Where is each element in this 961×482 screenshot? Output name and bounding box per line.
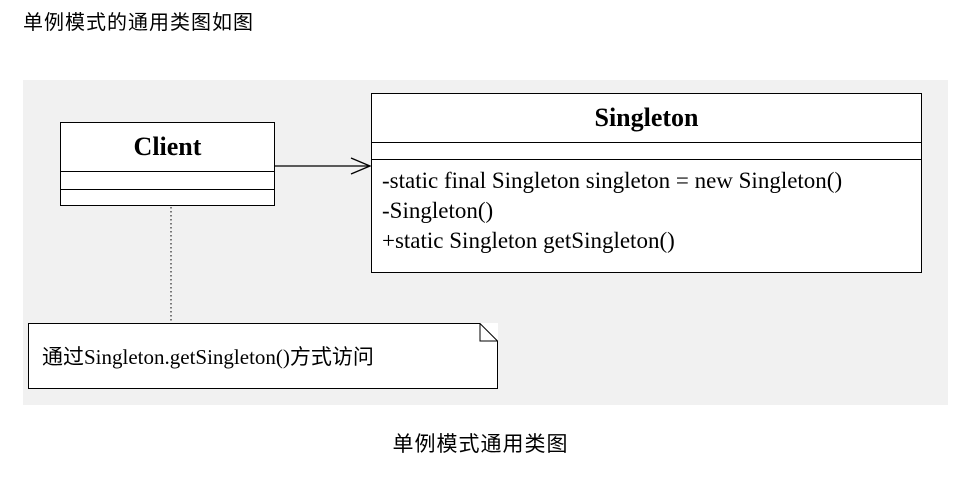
singleton-attributes-compartment [372, 143, 921, 160]
diagram-connectors [170, 157, 372, 323]
note-text: 通过Singleton.getSingleton()方式访问 [42, 345, 374, 369]
singleton-operations-compartment: -static final Singleton singleton = new … [372, 160, 921, 256]
client-class-box: Client [60, 122, 275, 206]
client-class-name: Client [61, 123, 274, 172]
singleton-class-box: Singleton -static final Singleton single… [371, 93, 922, 273]
singleton-class-name: Singleton [372, 94, 921, 143]
association-arrowhead [350, 157, 372, 175]
figure-caption: 单例模式通用类图 [392, 432, 569, 456]
client-attributes-compartment [61, 172, 274, 190]
singleton-operation: -Singleton() [382, 198, 494, 223]
singleton-operation: +static Singleton getSingleton() [382, 228, 675, 253]
singleton-operation: -static final Singleton singleton = new … [382, 168, 843, 193]
note-box: 通过Singleton.getSingleton()方式访问 [28, 323, 498, 389]
uml-class-diagram: Client Singleton -static final Singleton… [23, 80, 948, 405]
page-heading: 单例模式的通用类图如图 [23, 10, 254, 34]
note-outline [28, 323, 498, 389]
